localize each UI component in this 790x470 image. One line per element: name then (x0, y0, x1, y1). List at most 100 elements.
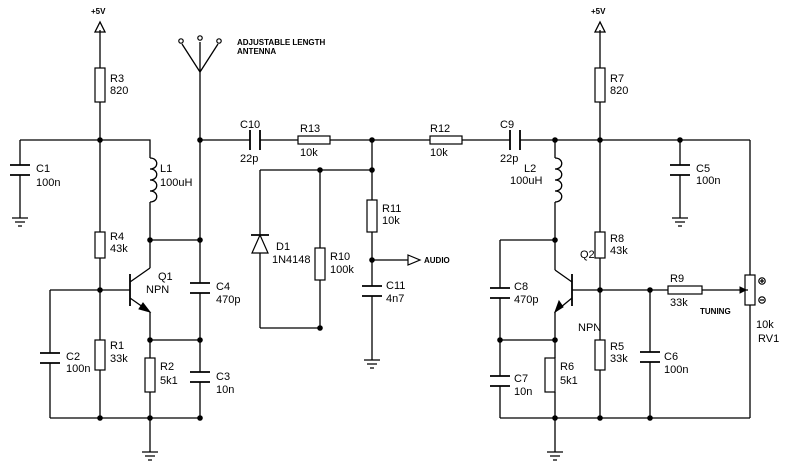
ground-icon (364, 359, 380, 369)
junction-dot (369, 137, 375, 143)
audio-label: AUDIO (424, 256, 450, 265)
capacitor-c4 (190, 282, 210, 294)
resistor-r11 (366, 199, 378, 233)
resistor-r4 (94, 231, 106, 259)
label-c6-ref: C6 (664, 351, 678, 363)
resistor-r13 (297, 135, 331, 145)
junction-dot (369, 257, 375, 263)
label-q2-val: NPN (578, 322, 601, 334)
ground-icon (12, 217, 28, 227)
capacitor-c9 (509, 130, 521, 150)
capacitor-c1 (10, 164, 30, 176)
label-r13-ref: R13 (300, 123, 320, 135)
junction-dot (677, 137, 683, 143)
label-r8-ref: R8 (610, 233, 624, 245)
resistor-r10 (314, 247, 326, 281)
label-c6-val: 100n (664, 364, 688, 376)
resistor-r5 (594, 339, 606, 371)
capacitor-c2 (40, 352, 60, 364)
label-c10-ref: C10 (240, 119, 260, 131)
label-r7-ref: R7 (610, 73, 624, 85)
label-c2-ref: C2 (66, 351, 80, 363)
junction-dot (147, 237, 153, 243)
label-c9-val: 22p (500, 153, 518, 165)
label-c5-ref: C5 (696, 163, 710, 175)
junction-dot (97, 137, 103, 143)
antenna-label-line1: ADJUSTABLE LENGTH (237, 38, 326, 47)
capacitor-c8 (490, 287, 510, 299)
junction-dot (369, 167, 375, 173)
label-r1-val: 33k (110, 353, 128, 365)
junction-dot (647, 287, 653, 293)
label-r8-val: 43k (610, 245, 628, 257)
tuning-label: TUNING (700, 307, 731, 316)
capacitor-c7 (490, 375, 510, 387)
label-rv1-val: 10k (756, 319, 774, 331)
label-c7-val: 10n (514, 386, 532, 398)
label-r1-ref: R1 (110, 340, 124, 352)
junction-dot (597, 287, 603, 293)
capacitor-c10 (249, 130, 261, 150)
junction-dot (597, 415, 603, 421)
label-c8-val: 470p (514, 294, 538, 306)
ground-icon (672, 217, 688, 227)
label-r5-ref: R5 (610, 341, 624, 353)
label-c1-ref: C1 (36, 163, 50, 175)
label-q1-val: NPN (146, 284, 169, 296)
junction-dot (197, 237, 203, 243)
label-r10-val: 100k (330, 264, 354, 276)
junction-dot (552, 237, 558, 243)
label-c4-val: 470p (216, 294, 240, 306)
label-r2-val: 5k1 (160, 375, 178, 387)
junction-dot (552, 337, 558, 343)
diode-d1 (251, 233, 269, 254)
junction-dot (497, 337, 503, 343)
label-l2-ref: L2 (524, 163, 536, 175)
junction-dot (197, 137, 203, 143)
transistor-q2 (554, 269, 573, 314)
label-r3-val: 820 (110, 85, 128, 97)
label-r4-val: 43k (110, 243, 128, 255)
ground-symbols (12, 217, 688, 461)
label-r3-ref: R3 (110, 73, 124, 85)
label-r13-val: 10k (300, 147, 318, 159)
label-c10-val: 22p (240, 153, 258, 165)
junction-dot (552, 415, 558, 421)
label-c11-ref: C11 (386, 280, 405, 292)
label-c3-ref: C3 (216, 371, 230, 383)
label-l2-val: 100uH (510, 175, 542, 187)
label-r11-val: 10k (382, 215, 400, 227)
junction-dot (552, 137, 558, 143)
power-symbol-left: +5V (91, 7, 106, 33)
junction-dot (197, 415, 203, 421)
label-r10-ref: R10 (330, 251, 350, 263)
label-l1-ref: L1 (160, 163, 172, 175)
junction-dot (597, 137, 603, 143)
label-r6-ref: R6 (560, 361, 574, 373)
junction-dot (317, 325, 323, 331)
junction-dot (97, 287, 103, 293)
supply-label-left: +5V (91, 7, 106, 16)
label-d1-val: 1N4148 (272, 254, 311, 266)
junction-dots (97, 137, 683, 421)
label-r2-ref: R2 (160, 361, 174, 373)
resistor-r6 (544, 357, 556, 393)
label-c3-val: 10n (216, 384, 234, 396)
capacitor-c11 (362, 285, 382, 297)
ground-icon (547, 451, 563, 461)
label-q1-ref: Q1 (158, 271, 173, 283)
label-c11-val: 4n7 (386, 293, 404, 305)
junction-dot (647, 415, 653, 421)
antenna-label-line2: ANTENNA (237, 47, 276, 56)
label-c9-ref: C9 (500, 119, 514, 131)
label-r9-val: 33k (670, 297, 688, 309)
junction-dot (197, 337, 203, 343)
label-q2-ref: Q2 (580, 249, 595, 261)
component-labels: R3 820 C1 100n L1 100uH R4 43k Q1 NPN C2… (36, 73, 779, 398)
label-c4-ref: C4 (216, 281, 230, 293)
label-l1-val: 100uH (160, 177, 192, 189)
junction-dot (147, 337, 153, 343)
resistor-r1 (94, 339, 106, 371)
capacitors (10, 130, 690, 387)
